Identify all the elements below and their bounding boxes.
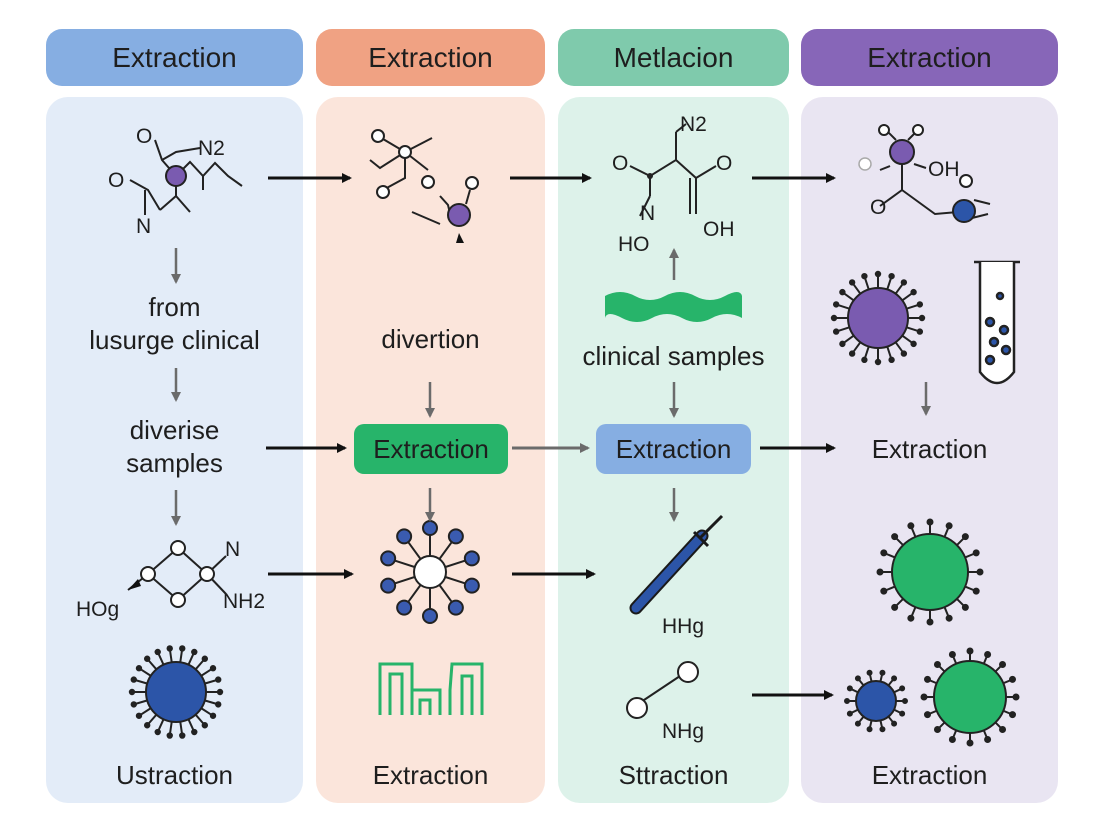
molecule-col2-top [369,135,453,225]
column-header-3: Metlacion [558,29,789,86]
chem-n-low: N [136,215,151,238]
chem-nh2: NH2 [223,590,265,613]
column-panel-4 [801,97,1058,803]
purple-atom-col4 [889,139,915,165]
purple-atom-col1 [165,165,187,187]
chem-oh-col3: OH [703,218,735,241]
blue-atom-col4 [952,199,976,223]
purple-atom-col2 [447,203,471,227]
pipette-icon [629,514,724,615]
test-tube-icon [974,260,1020,385]
label-diverise: diverise [129,415,220,445]
chem-oh-col4: OH [928,158,960,181]
chem-hog: HOg [76,598,119,621]
extraction-box-green: Extraction [354,424,508,474]
virus-blue-small-col4 [844,669,908,733]
virus-green-large-col4 [920,647,1020,747]
virus-blue-col1 [128,645,224,739]
green-wave-icon [605,292,742,322]
column-header-4: Extraction [801,29,1058,86]
chem-o-left: O [108,169,124,192]
chem-o-top: O [136,125,152,148]
green-circuit-icon [378,662,484,715]
chem-hhg: HHg [662,615,704,638]
label-samples: samples [126,448,223,478]
column-header-2: Extraction [316,29,545,86]
network-molecule-col2 [380,520,480,624]
chem-n2: N2 [198,137,225,160]
label-lusurge-clinical: lusurge clinical [89,325,260,355]
label-from: from [148,292,201,322]
molecule-col3-top [629,123,717,217]
virus-green-col4 [876,518,984,626]
chem-n2-col3: N2 [680,113,707,136]
chem-o-left-col3: O [612,152,628,175]
chem-ho: HO [618,233,650,256]
molecule-col1-top [129,139,243,215]
label-extraction-col4-bottom: Extraction [871,760,988,790]
label-extraction-col4-mid: Extraction [871,434,988,464]
molecule-col4-top [879,131,991,219]
chem-n-col3: N [640,202,655,225]
chem-n-right: N [225,538,240,561]
column-header-1: Extraction [46,29,303,86]
label-ustraction: Ustraction [115,760,234,790]
molecule-col3-bond [626,661,699,719]
virus-purple-col4 [830,270,926,366]
chem-nhg: NHg [662,720,704,743]
chem-o-right-col3: O [716,152,732,175]
extraction-box-blue: Extraction [596,424,751,474]
arrows [171,173,931,700]
label-clinical-samples: clinical samples [582,341,765,371]
label-extraction-col2-bottom: Extraction [372,760,489,790]
chem-o-col4: O [870,196,886,219]
label-divertion: divertion [381,324,480,354]
label-sttraction: Sttraction [618,760,729,790]
wedge-bond [128,579,141,590]
